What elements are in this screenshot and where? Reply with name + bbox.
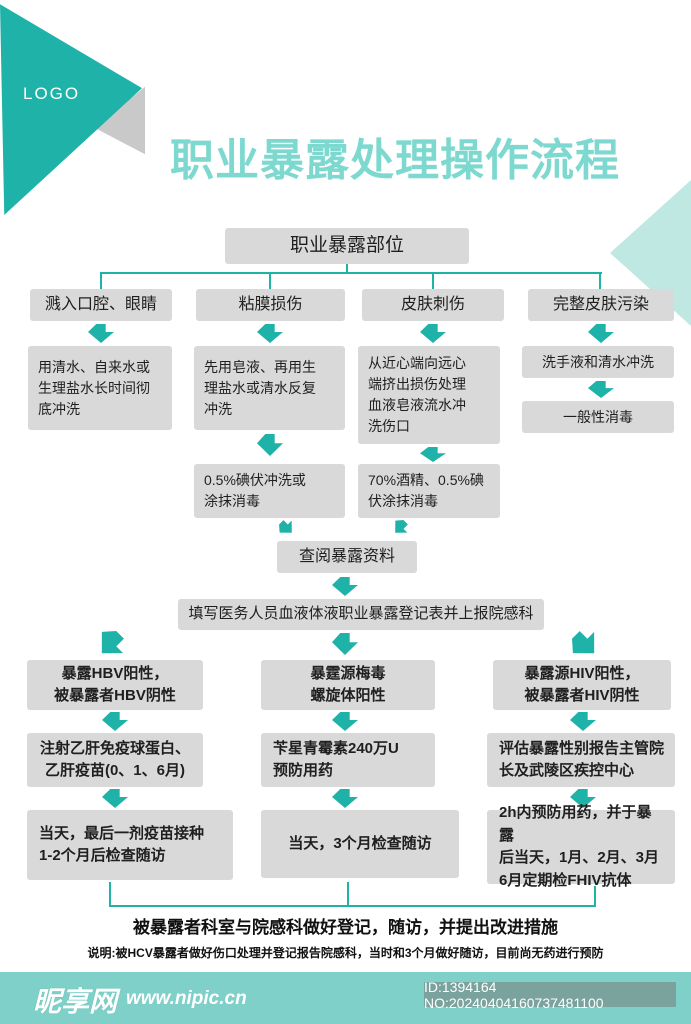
condition-box: 暴露HBV阳性， 被暴露者HBV阴性: [27, 660, 203, 710]
site-logo: 昵享网: [33, 986, 118, 1017]
step-box: 从近心端向远心 端挤出损伤处理 血液皂液流水冲 洗伤口: [358, 346, 500, 444]
down-arrow-icon: [332, 577, 358, 596]
register-box: 填写医务人员血液体液职业暴露登记表并上报院感科: [178, 599, 544, 630]
connector-line: [269, 273, 271, 289]
diagonal-arrow-icon: [565, 624, 605, 664]
diagonal-arrow-icon: [91, 624, 131, 664]
followup-box: 当天，最后一剂疫苗接种 1-2个月后检查随访: [27, 810, 233, 880]
site-url: www.nipic.cn: [126, 988, 247, 1009]
down-arrow-icon: [257, 324, 283, 343]
down-arrow-icon: [88, 324, 114, 343]
step-box: 0.5%碘伏冲洗或 涂抹消毒: [194, 464, 345, 518]
followup-box: 当天，3个月检查随访: [261, 810, 459, 878]
action-box: 评估暴露性别报告主管院 长及武陵区疾控中心: [487, 733, 675, 787]
step-box: 用清水、自来水或 生理盐水长时间彻 底冲洗: [28, 346, 172, 430]
branch-header-box: 皮肤刺伤: [362, 289, 504, 321]
diagonal-arrow-icon: [389, 516, 412, 539]
down-arrow-icon: [570, 712, 596, 731]
review-box: 查阅暴露资料: [277, 541, 417, 573]
connector-line: [346, 264, 348, 273]
down-arrow-icon: [332, 789, 358, 808]
down-arrow-icon: [257, 434, 283, 456]
footer-bar: 昵享网 www.nipic.cn ID:1394164 NO:202404041…: [0, 972, 691, 1024]
down-arrow-icon: [332, 633, 358, 655]
connector-line: [100, 273, 102, 289]
connector-line: [594, 886, 596, 907]
connector-line: [109, 882, 111, 907]
down-arrow-icon: [102, 712, 128, 731]
down-arrow-icon: [420, 447, 446, 462]
branch-header-box: 粘膜损伤: [196, 289, 345, 321]
summary-text: 被暴露者科室与院感科做好登记，随访，并提出改进措施: [133, 918, 558, 937]
action-box: 注射乙肝免疫球蛋白、 乙肝疫苗(0、1、6月): [27, 733, 203, 787]
step-box: 洗手液和清水冲洗: [522, 346, 674, 378]
logo-text: LOGO: [23, 84, 81, 103]
down-arrow-icon: [102, 789, 128, 808]
down-arrow-icon: [420, 324, 446, 343]
branch-header-box: 完整皮肤污染: [528, 289, 674, 321]
connector-line: [432, 273, 434, 289]
poster-title: 职业暴露处理操作流程: [170, 136, 620, 185]
root-box: 职业暴露部位: [225, 228, 469, 264]
connector-line: [599, 273, 601, 289]
action-box: 苄星青霉素240万U 预防用药: [261, 733, 435, 787]
condition-box: 暴霆源梅毒 螺旋体阳性: [261, 660, 435, 710]
step-box: 先用皂液、再用生 理盐水或清水反复 冲洗: [194, 346, 345, 430]
step-box: 70%酒精、0.5%碘 伏涂抹消毒: [358, 464, 500, 518]
down-arrow-icon: [588, 324, 614, 343]
branch-header-box: 溅入口腔、眼睛: [30, 289, 172, 321]
down-arrow-icon: [588, 381, 614, 398]
image-id-badge: ID:1394164 NO:20240404160737481100: [424, 979, 676, 1011]
diagonal-arrow-icon: [275, 516, 298, 539]
connector-line: [347, 882, 349, 907]
connector-line: [100, 272, 602, 274]
down-arrow-icon: [332, 712, 358, 731]
step-box: 一般性消毒: [522, 401, 674, 433]
followup-box: 2h内预防用药，并于暴露 后当天，1月、2月、3月 6月定期检FHIV抗体: [487, 804, 675, 889]
condition-box: 暴露源HIV阳性， 被暴露者HIV阴性: [493, 660, 671, 710]
connector-line: [109, 905, 596, 907]
note-text: 说明:被HCV暴露者做好伤口处理并登记报告院感科，当时和3个月做好随访，目前尚无…: [87, 946, 604, 960]
